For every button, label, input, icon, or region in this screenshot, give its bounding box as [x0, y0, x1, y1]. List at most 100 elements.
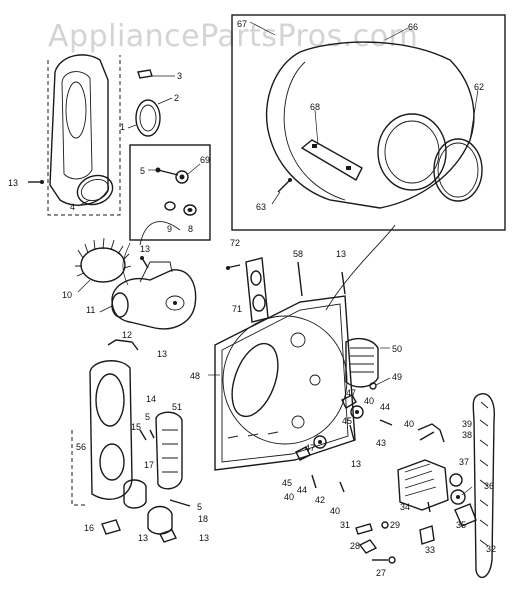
vent-plate-hole-top: [250, 270, 262, 286]
duct-screw-5: [149, 429, 155, 439]
callout-33: 33: [425, 545, 435, 555]
idler-bolt-upper: [379, 419, 393, 426]
watermark-text: AppliancePartsPros.com: [48, 19, 418, 54]
callout-3: 3: [177, 71, 182, 81]
bulkhead-opening: [65, 81, 87, 139]
callout-40-bottom: 40: [330, 506, 340, 516]
callout-49: 49: [392, 372, 402, 382]
thermostat-clip: [164, 201, 176, 211]
belt-idler: [454, 503, 477, 527]
lint-screen-mesh: [350, 347, 374, 373]
baffle-clip-2: [346, 166, 351, 170]
blower-wheel: [75, 237, 132, 283]
drive-belt: [472, 393, 495, 579]
callout-12: 12: [122, 330, 132, 340]
callout-13-bracket: 13: [157, 349, 167, 359]
callout-5-duct: 5: [145, 412, 150, 422]
callout-16: 16: [84, 523, 94, 533]
lint-screen-clip: [369, 382, 377, 390]
front-seal-ring: [76, 174, 114, 206]
rear-bulkhead-vent-opening: [231, 342, 279, 418]
callout-66: 66: [408, 22, 418, 32]
part-28: [358, 539, 378, 554]
motor-pulley: [450, 489, 466, 505]
blower-connector-arc: [139, 221, 181, 246]
drum-seal-ring: [433, 138, 483, 202]
callout-63: 63: [256, 202, 266, 212]
callout-31: 31: [340, 520, 350, 530]
callout-34: 34: [400, 502, 410, 512]
callout-48: 48: [190, 371, 200, 381]
callout-17: 17: [144, 460, 154, 470]
callout-67: 67: [237, 19, 247, 29]
rear-bulkhead-hole-low: [291, 415, 305, 429]
thermostat-inset: [129, 144, 211, 241]
callout-47-lower: 47: [305, 443, 315, 453]
thermostat-inset-frame: [129, 144, 211, 241]
callout-13-blower: 13: [140, 244, 150, 254]
callout-36: 36: [484, 481, 494, 491]
callout-28: 28: [350, 541, 360, 551]
rear-bulkhead-circle: [222, 315, 348, 445]
blower-housing-hub: [165, 295, 185, 311]
duct-screw-5b: [169, 499, 191, 507]
vent-plate-hole-bottom: [252, 294, 266, 312]
blower-housing-inlet: [111, 292, 129, 318]
duct-cap: [147, 505, 173, 535]
lint-duct: [155, 411, 183, 490]
idler-pulley-assembly: [295, 394, 445, 493]
callout-45-upper: 45: [342, 416, 352, 426]
drum-connector-arc: [325, 224, 396, 311]
front-seal-ring-inner: [80, 179, 110, 201]
callout-13-clip: 13: [138, 533, 148, 543]
rear-bulkhead: [214, 295, 356, 471]
callout-58: 58: [293, 249, 303, 259]
drum-screw: [277, 179, 291, 193]
callout-62: 62: [474, 82, 484, 92]
callout-labels: 67 66 62 68 63 3 2 1 13 4 5 69 9 8 13 10…: [8, 19, 496, 578]
idler-pulley-lower: [313, 435, 327, 449]
callout-50: 50: [392, 344, 402, 354]
rear-bulkhead-inner: [221, 303, 349, 463]
front-bulkhead-assembly: [28, 54, 175, 216]
duct-clip: [101, 519, 121, 535]
front-bulkhead: [49, 54, 109, 206]
callout-1: 1: [120, 122, 125, 132]
lint-screen-assembly: [345, 337, 391, 390]
exhaust-duct-upper-opening: [95, 373, 125, 427]
callout-13-cap: 13: [199, 533, 209, 543]
duct-screw-15: [139, 429, 147, 441]
exhaust-duct: [89, 360, 133, 500]
callout-51: 51: [172, 402, 182, 412]
part-29: [381, 521, 389, 529]
callout-44-lower: 44: [297, 485, 307, 495]
callout-13-lower: 13: [351, 459, 361, 469]
callout-5-lower: 5: [197, 502, 202, 512]
screw-13-mid: [349, 424, 355, 441]
callout-40-lower: 40: [284, 492, 294, 502]
drum-rear-opening: [377, 113, 447, 191]
drum-seam: [283, 61, 346, 201]
callout-37: 37: [459, 457, 469, 467]
callout-8: 8: [188, 224, 193, 234]
drum-glide: [135, 99, 161, 137]
motor-bracket: [417, 423, 445, 443]
bulkhead-inner-panel: [61, 71, 93, 180]
callout-29: 29: [390, 520, 400, 530]
exhaust-duct-lower-opening: [99, 443, 125, 481]
part-33: [419, 525, 435, 545]
callout-32: 32: [486, 544, 496, 554]
exhaust-duct-dash: [71, 430, 88, 506]
idler-pulley-upper: [350, 405, 364, 419]
duct-bracket: [107, 339, 139, 351]
callout-10: 10: [62, 290, 72, 300]
callout-40-right: 40: [404, 419, 414, 429]
drum-screw-head: [288, 178, 292, 182]
rear-bulkhead-screw-2: [341, 271, 346, 295]
duct-heater-can: [123, 479, 147, 509]
bulkhead-dash-outline: [47, 55, 121, 216]
drum-rear-rim: [384, 120, 440, 184]
callout-9: 9: [167, 224, 172, 234]
rear-bulkhead-screw: [297, 261, 303, 297]
